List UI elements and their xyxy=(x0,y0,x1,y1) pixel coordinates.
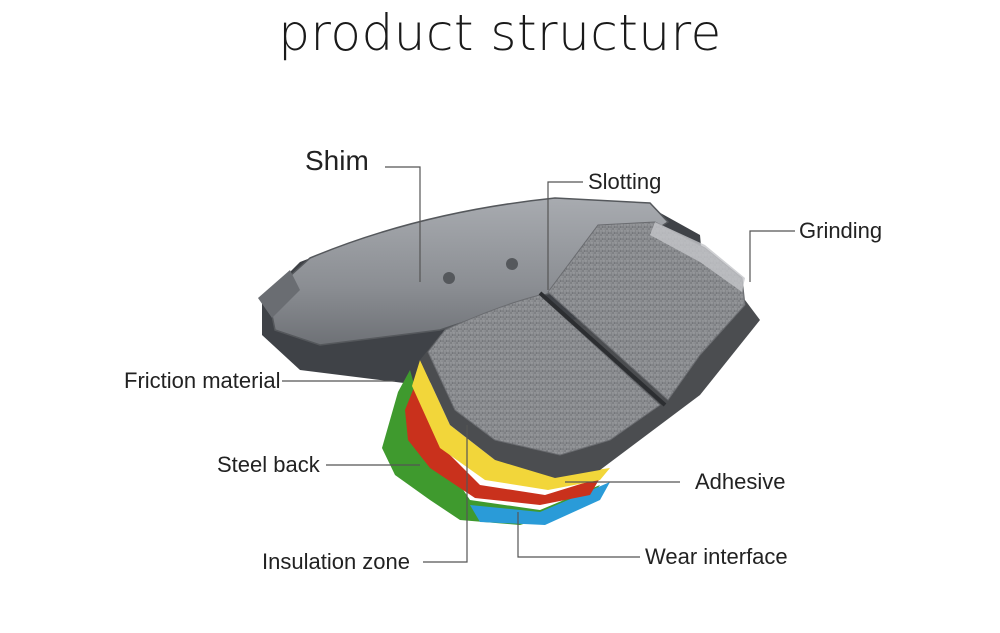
rivet xyxy=(506,258,518,270)
label-friction-material: Friction material xyxy=(124,368,280,393)
label-adhesive: Adhesive xyxy=(695,469,786,494)
label-slotting: Slotting xyxy=(588,169,661,194)
rivet xyxy=(443,272,455,284)
label-steel-back: Steel back xyxy=(217,452,321,477)
label-grinding: Grinding xyxy=(799,218,882,243)
leader-grinding xyxy=(750,231,795,282)
label-shim: Shim xyxy=(305,145,369,176)
label-wear-interface: Wear interface xyxy=(645,544,788,569)
label-insulation-zone: Insulation zone xyxy=(262,549,410,574)
